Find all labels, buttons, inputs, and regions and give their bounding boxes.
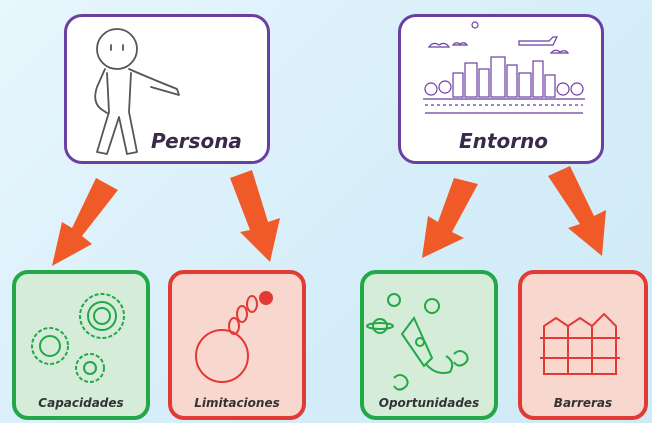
- barreras-card: Barreras: [518, 270, 648, 420]
- ball-and-chain-icon: [195, 291, 273, 383]
- persona-box: Persona: [64, 14, 270, 164]
- limitaciones-label: Limitaciones: [194, 396, 280, 410]
- gears-icon: [31, 293, 125, 383]
- entorno-box: Entorno: [398, 14, 604, 164]
- city-skyline-icon: [423, 21, 585, 114]
- limitaciones-card: Limitaciones: [168, 270, 306, 420]
- barreras-label: Barreras: [553, 396, 613, 410]
- oportunidades-label: Oportunidades: [378, 396, 480, 410]
- oportunidades-card: Oportunidades: [360, 270, 498, 420]
- person-figure-icon: [94, 28, 180, 155]
- rocket-icon: [366, 293, 469, 391]
- persona-label: Persona: [151, 129, 242, 153]
- entorno-label: Entorno: [459, 129, 549, 153]
- capacidades-card: Capacidades: [12, 270, 150, 420]
- capacidades-label: Capacidades: [38, 396, 124, 410]
- fence-icon: [540, 312, 620, 375]
